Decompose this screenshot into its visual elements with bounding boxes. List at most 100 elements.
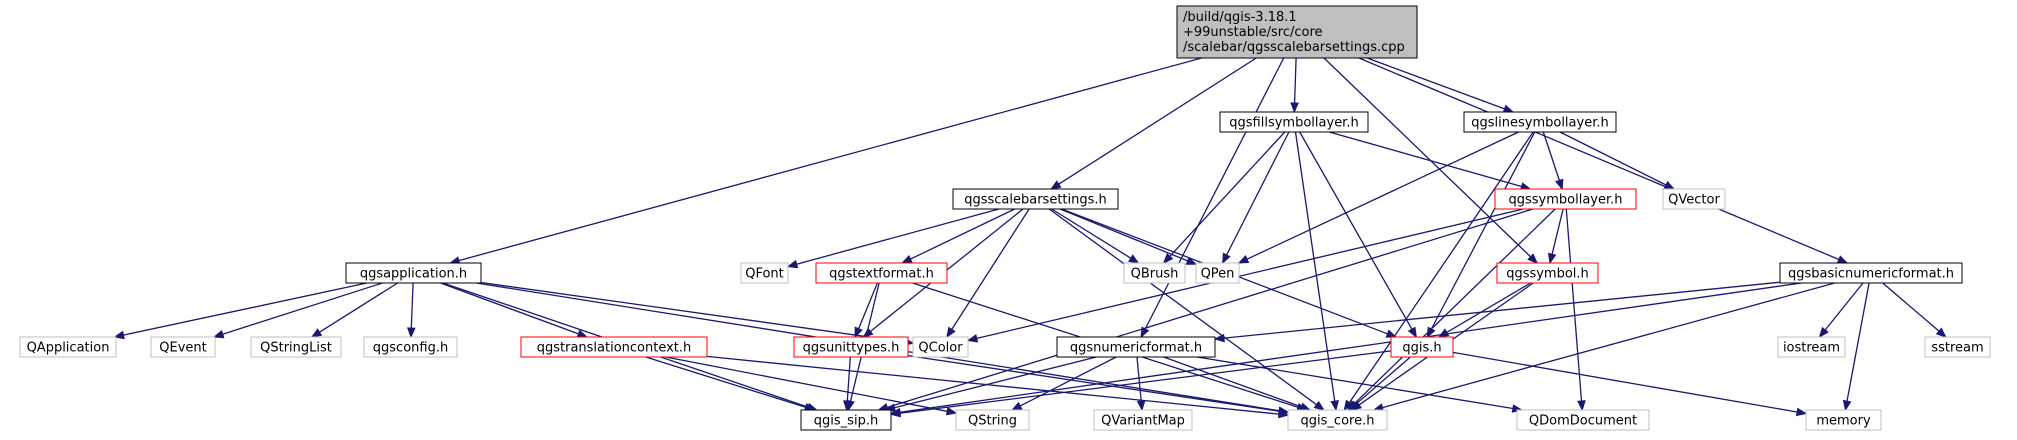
node-qdomdocument: QDomDocument (1516, 409, 1650, 431)
edge-line (1197, 356, 1514, 410)
node-box (1195, 262, 1240, 284)
edge-line (1144, 57, 1285, 330)
node-qgslinesymbollayer[interactable]: qgslinesymbollayer.h (1463, 111, 1617, 133)
node-qgsscalebarsettings[interactable]: qgsscalebarsettings.h (952, 188, 1119, 210)
node-qgstextformat[interactable]: qgstextformat.h (815, 262, 948, 284)
edge-qgssymbollayer-to-qcolor (966, 208, 1524, 343)
arrowhead-icon (1935, 327, 1947, 338)
node-box (800, 409, 892, 431)
node-qvariantmap: QVariantMap (1093, 409, 1193, 431)
arrowhead-icon (1162, 253, 1174, 264)
edge-line (222, 282, 383, 335)
node-box (740, 262, 789, 284)
node-qgssymbol[interactable]: qgssymbol.h (1496, 262, 1599, 284)
node-qgsfillsymbollayer[interactable]: qgsfillsymbollayer.h (1219, 111, 1369, 133)
node-label: /build/qgis-3.18.1+99unstable/src/core/s… (1183, 10, 1405, 55)
edge-qgsbasicnumericformat-to-qgis-sip (889, 282, 1802, 417)
node-box (1494, 188, 1637, 210)
edges-layer (113, 57, 1947, 419)
node-qgssymbollayer[interactable]: qgssymbollayer.h (1494, 188, 1637, 210)
node-qgis[interactable]: qgis.h (1390, 336, 1454, 358)
edge-line (1846, 282, 1870, 402)
edge-qgsapplication-to-qcolor (480, 281, 915, 347)
node-box (793, 336, 909, 358)
edge-line (1163, 356, 1302, 408)
node-label: QBrush (1131, 267, 1179, 282)
arrowhead-icon (212, 329, 225, 339)
arrowhead-icon (1407, 326, 1417, 339)
arrowhead-icon (862, 327, 874, 338)
node-qgsunittypes[interactable]: qgsunittypes.h (793, 336, 909, 358)
edge-qgsfillsymbollayer-to-qgis-core (1294, 131, 1339, 412)
node-label-line: /scalebar/qgsscalebarsettings.cpp (1183, 40, 1405, 55)
edge-line (1048, 208, 1317, 406)
arrowhead-icon (1140, 326, 1150, 339)
edge-line (1294, 131, 1336, 402)
node-label: qgslinesymbollayer.h (1471, 116, 1608, 131)
arrowhead-icon (310, 328, 323, 338)
arrowhead-icon (1527, 253, 1539, 264)
node-label: qgis_core.h (1301, 414, 1375, 429)
node-box (520, 336, 708, 358)
node-label: QApplication (27, 341, 110, 356)
arrowhead-icon (1278, 406, 1290, 416)
arrowhead-icon (1437, 328, 1450, 338)
edge-qgslinesymbollayer-to-qgis (1426, 131, 1536, 339)
edge-root-to-qgsscalebarsettings (1050, 57, 1257, 190)
node-box (952, 188, 1119, 210)
node-qgstranslationcontext[interactable]: qgstranslationcontext.h (520, 336, 708, 358)
edge-qgsnumericformat-to-qvariantmap (1136, 356, 1146, 412)
node-label: QEvent (159, 341, 206, 356)
arrowhead-icon (1343, 399, 1354, 412)
arrowhead-icon (966, 334, 979, 343)
node-label: QColor (918, 341, 963, 356)
node-label: qgstextformat.h (829, 267, 934, 282)
edge-qgssymbollayer-to-qgis-core (1346, 208, 1556, 411)
arrowhead-icon (854, 326, 863, 339)
node-label-line: +99unstable/src/core (1183, 25, 1323, 40)
edge-qgsunittypes-to-qgis-sip (842, 356, 852, 412)
edge-qgsbasicnumericformat-to-qgsnumericformat (1213, 281, 1781, 343)
edge-line (1366, 57, 1505, 110)
arrowhead-icon (1136, 400, 1146, 412)
edge-qgsbasicnumericformat-to-iostream (1818, 282, 1864, 339)
node-box (345, 262, 482, 284)
node-qapplication: QApplication (19, 336, 117, 358)
edge-qgssymbollayer-to-qgis-sip (877, 208, 1534, 412)
edge-qgsbasicnumericformat-to-sstream (1882, 282, 1947, 338)
node-qbrush: QBrush (1123, 262, 1186, 284)
arrowhead-icon (1213, 333, 1225, 343)
edge-line (440, 282, 579, 335)
node-root[interactable]: /build/qgis-3.18.1+99unstable/src/core/s… (1176, 5, 1418, 59)
node-label: memory (1816, 414, 1871, 429)
edge-qgsbasicnumericformat-to-memory (1842, 282, 1870, 412)
edge-line (1059, 208, 1188, 262)
node-qgis-sip[interactable]: qgis_sip.h (800, 409, 892, 431)
edge-line (1323, 57, 1532, 258)
edge-qgsfillsymbollayer-to-qbrush (1162, 131, 1286, 264)
edge-qgslinesymbollayer-to-qpen (1237, 131, 1519, 264)
edge-line (319, 282, 398, 333)
arrowhead-icon (1237, 255, 1250, 264)
node-label: iostream (1783, 341, 1840, 356)
edge-line (1559, 131, 1667, 186)
arrowhead-icon (1290, 102, 1299, 114)
node-label: qgstranslationcontext.h (537, 341, 692, 356)
node-label: qgsscalebarsettings.h (964, 193, 1107, 208)
edge-line (846, 356, 851, 402)
edge-line (123, 282, 367, 336)
node-label: qgsconfig.h (373, 341, 448, 356)
node-box (1516, 409, 1650, 431)
edge-qgsfillsymbollayer-to-qgis (1299, 131, 1417, 339)
node-qgsbasicnumericformat[interactable]: qgsbasicnumericformat.h (1779, 262, 1963, 284)
edge-line (1446, 282, 1531, 333)
node-box (1805, 409, 1882, 431)
node-qgsapplication[interactable]: qgsapplication.h (345, 262, 482, 284)
node-box (1779, 262, 1963, 284)
node-qgsnumericformat[interactable]: qgsnumericformat.h (1056, 336, 1216, 358)
node-box (1123, 262, 1186, 284)
arrowhead-icon (1663, 180, 1676, 190)
node-box (1056, 336, 1216, 358)
edge-qgslinesymbollayer-to-qgis-core (1343, 131, 1534, 412)
edge-qgsscalebarsettings-to-qgis-core (1048, 208, 1325, 411)
